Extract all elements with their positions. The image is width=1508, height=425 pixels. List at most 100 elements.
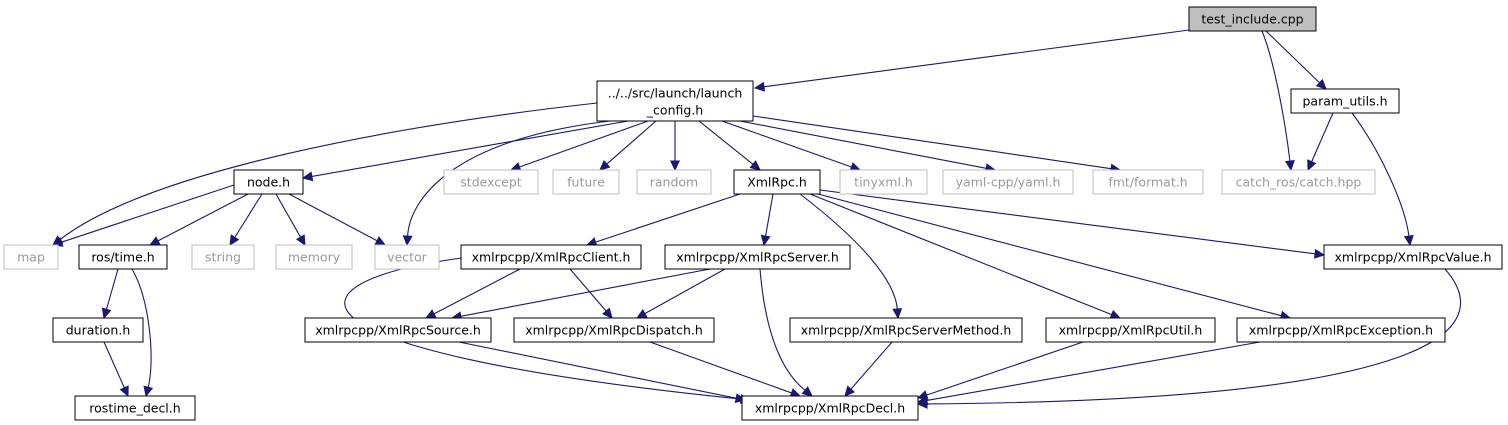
arrowhead-ros_time-to-duration [101, 307, 112, 320]
node-label: catch_ros/catch.hpp [1236, 175, 1362, 190]
node-box [942, 169, 1074, 195]
arrowhead-param_utils-to-value [1403, 234, 1414, 247]
arrowhead-client-to-source [424, 309, 437, 319]
node-xmlrpcdispatch-h[interactable]: xmlrpcpp/XmlRpcDispatch.h [513, 317, 715, 343]
arrowhead-ros_time-to-rostime_decl [143, 385, 154, 398]
arrowhead-xmlrpc-to-util [1109, 309, 1122, 320]
node-box [443, 169, 539, 195]
arrowhead-launch_config-to-xmlrpc [749, 160, 761, 171]
node-xmlrpcserver-h[interactable]: xmlrpcpp/XmlRpcServer.h [664, 244, 851, 270]
node-label: xmlrpcpp/XmlRpcDecl.h [755, 401, 905, 416]
edge-xmlrpc-to-server [765, 193, 774, 237]
node-test-include-cpp[interactable]: test_include.cpp [1188, 6, 1317, 32]
node-xmlrpc-h[interactable]: XmlRpc.h [733, 169, 821, 195]
node-fmt-format-h[interactable]: fmt/format.h [1092, 169, 1204, 195]
arrowhead-xmlrpc-to-server [760, 234, 771, 247]
arrowhead-duration-to-rostime_decl [119, 385, 129, 398]
node-label: param_utils.h [1303, 94, 1388, 109]
node-xmlrpcvalue-h[interactable]: xmlrpcpp/XmlRpcValue.h [1323, 244, 1503, 270]
node-xmlrpcclient-h[interactable]: xmlrpcpp/XmlRpcClient.h [460, 244, 642, 270]
node-random[interactable]: random [636, 169, 712, 195]
node-box [789, 317, 1023, 343]
edge-node_h-to-string [234, 193, 263, 238]
node-xmlrpcservermethod-h[interactable]: xmlrpcpp/XmlRpcServerMethod.h [789, 317, 1023, 343]
node-label: ros/time.h [91, 250, 154, 265]
edge-test_include-to-catch_ros [1261, 30, 1291, 162]
node-xmlrpcutil-h[interactable]: xmlrpcpp/XmlRpcUtil.h [1045, 317, 1216, 343]
arrowhead-test_include-to-param_utils [1315, 78, 1327, 90]
node-vector[interactable]: vector [374, 244, 440, 270]
arrowhead-client-to-dispatch [602, 307, 613, 319]
edge-launch_config-to-map [59, 102, 598, 240]
node-box [552, 169, 620, 195]
node-xmlrpcsource-h[interactable]: xmlrpcpp/XmlRpcSource.h [304, 317, 492, 343]
node-label: random [650, 175, 698, 190]
node-yaml-cpp-yaml-h[interactable]: yaml-cpp/yaml.h [942, 169, 1074, 195]
arrowhead-server-to-decl [801, 386, 813, 397]
node-box [78, 244, 168, 270]
edge-util-to-decl [926, 341, 1084, 396]
edge-node_h-to-memory [275, 193, 302, 238]
node-label: XmlRpc.h [747, 175, 807, 190]
edges-layer [51, 29, 1461, 409]
node-label: rostime_decl.h [89, 401, 180, 416]
node-box [513, 317, 715, 343]
node-box [596, 80, 754, 122]
edge-test_include-to-launch_config [763, 29, 1190, 88]
node-box [191, 244, 255, 270]
node-map[interactable]: map [3, 244, 59, 270]
edge-launch_config-to-fmt [752, 115, 1112, 170]
node-label: memory [288, 250, 341, 265]
edge-node_h-to-vector [288, 193, 378, 242]
edge-dispatch-to-decl [649, 341, 792, 394]
arrowhead-launch_config-to-future [599, 159, 611, 171]
node-stdexcept[interactable]: stdexcept [443, 169, 539, 195]
node-string[interactable]: string [191, 244, 255, 270]
node-label: map [17, 250, 45, 265]
node-label: future [567, 175, 605, 190]
edge-launch_config-to-stdexcept [519, 120, 649, 168]
node-box [664, 244, 851, 270]
node-catch-ros-catch-hpp[interactable]: catch_ros/catch.hpp [1221, 169, 1376, 195]
node-box [1188, 6, 1317, 32]
node-ros-time-h[interactable]: ros/time.h [78, 244, 168, 270]
arrowhead-node_h-to-memory [295, 234, 306, 247]
node-label: xmlrpcpp/XmlRpcClient.h [472, 250, 631, 265]
node-rostime-decl-h[interactable]: rostime_decl.h [74, 395, 196, 421]
node-param-utils-h[interactable]: param_utils.h [1290, 88, 1400, 114]
arrowhead-node_h-to-ros_time [148, 236, 161, 246]
node-launch-config-h[interactable]: ../../src/launch/launch _config.h [596, 80, 754, 122]
edge-launch_config-to-tinyxml [721, 120, 852, 168]
node-xmlrpcdecl-h[interactable]: xmlrpcpp/XmlRpcDecl.h [741, 395, 919, 421]
node-box [636, 169, 712, 195]
arrowhead-param_utils-to-catch_ros [1307, 159, 1317, 172]
node-box [3, 244, 59, 270]
arrowhead-exception-to-decl [916, 395, 929, 406]
node-label: xmlrpcpp/XmlRpcDispatch.h [525, 323, 703, 338]
arrowhead-node_h-to-string [229, 234, 240, 247]
node-box [1221, 169, 1376, 195]
edge-node_h-to-map [61, 184, 235, 243]
node-box [1092, 169, 1204, 195]
arrowhead-launch_config-to-node_h [301, 171, 314, 182]
node-xmlrpcexception-h[interactable]: xmlrpcpp/XmlRpcException.h [1236, 317, 1446, 343]
node-label: xmlrpcpp/XmlRpcException.h [1249, 323, 1433, 338]
node-duration-h[interactable]: duration.h [52, 317, 144, 343]
edge-param_utils-to-value [1351, 112, 1410, 237]
edge-client-to-dispatch [569, 268, 607, 312]
arrowhead-test_include-to-launch_config [753, 81, 766, 92]
edge-xmlrpc-to-exception [817, 193, 1282, 317]
edge-launch_config-to-node_h [311, 120, 629, 177]
arrowhead-launch_config-to-vector [402, 235, 413, 247]
node-tinyxml-h[interactable]: tinyxml.h [839, 169, 928, 195]
node-node-h[interactable]: node.h [233, 169, 304, 195]
node-future[interactable]: future [552, 169, 620, 195]
node-label: xmlrpcpp/XmlRpcServerMethod.h [801, 323, 1012, 338]
node-label: test_include.cpp [1201, 12, 1303, 27]
node-label: xmlrpcpp/XmlRpcServer.h [676, 250, 839, 265]
node-label-line-1: ../../src/launch/launch [608, 86, 743, 101]
node-memory[interactable]: memory [275, 244, 353, 270]
node-box [1045, 317, 1216, 343]
node-label: duration.h [66, 323, 131, 338]
arrowhead-node_h-to-vector [374, 236, 387, 246]
